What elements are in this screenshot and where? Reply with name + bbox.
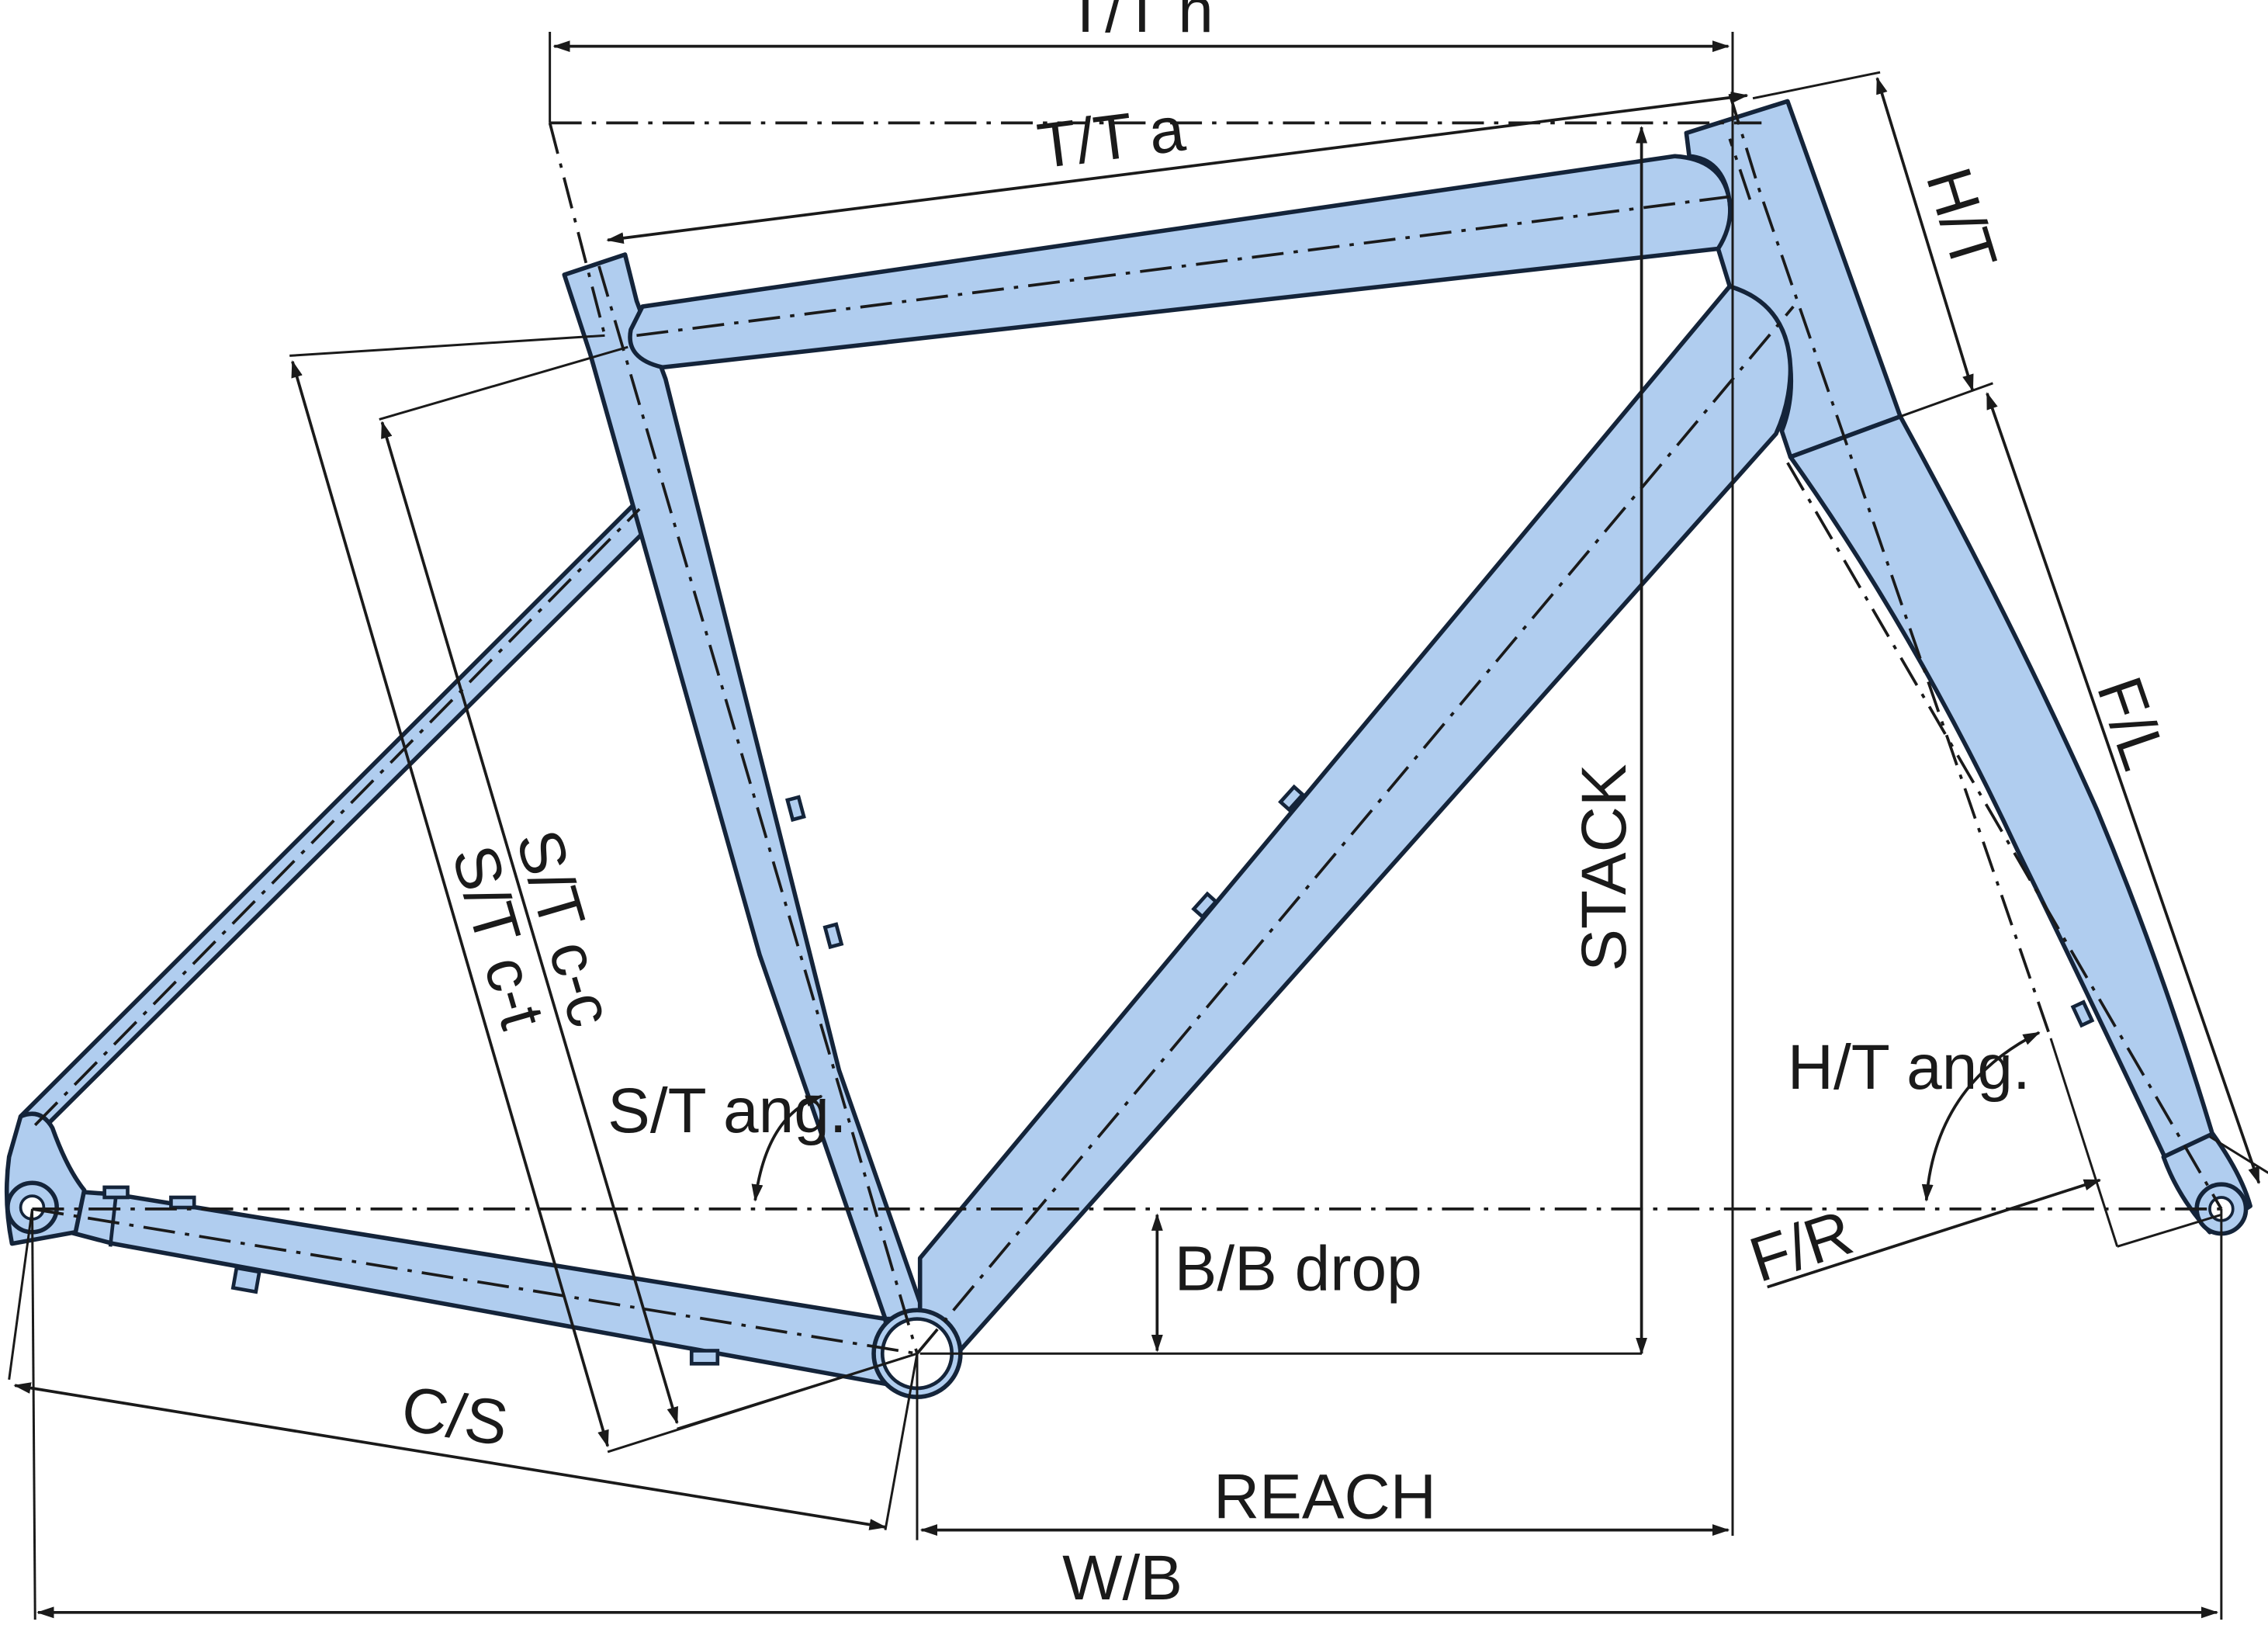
dimension-lines (13, 40, 2261, 1619)
chainstay-dim (13, 1382, 887, 1530)
label-seat-tube-angle: S/T ang. (608, 1076, 847, 1146)
label-stack: STACK (1569, 764, 1640, 971)
label-fork-length: F/L (2083, 668, 2180, 778)
labels: T/T h T/T a H/T F/L STACK S/T c-c S/T c-… (397, 0, 2180, 1613)
frame (4, 99, 2252, 1399)
label-bb-drop: B/B drop (1175, 1233, 1422, 1304)
label-fork-rake: F/R (1742, 1197, 1861, 1296)
label-chainstay: C/S (397, 1374, 513, 1460)
label-wheelbase: W/B (1062, 1543, 1182, 1613)
label-head-tube: H/T (1913, 160, 2010, 279)
seat-tube-angle-arc (751, 1094, 823, 1202)
down-tube (917, 284, 1793, 1359)
fork-rake-dim (1767, 1178, 2102, 1289)
frame-mounts (102, 784, 2095, 1366)
chain-stay (56, 1187, 896, 1388)
tt-actual-dim (606, 92, 1749, 244)
label-head-tube-angle: H/T ang. (1788, 1032, 2031, 1103)
seat-tube-cc-dim (380, 421, 679, 1425)
head-tube-angle-arc (1921, 1031, 2041, 1202)
label-tt-horizontal: T/T h (1066, 0, 1214, 46)
top-tube (628, 154, 1733, 370)
seat-tube (562, 252, 928, 1322)
label-reach: REACH (1214, 1462, 1436, 1533)
head-tube-dim (1875, 76, 1975, 392)
fork-length-dim (1986, 392, 2261, 1185)
